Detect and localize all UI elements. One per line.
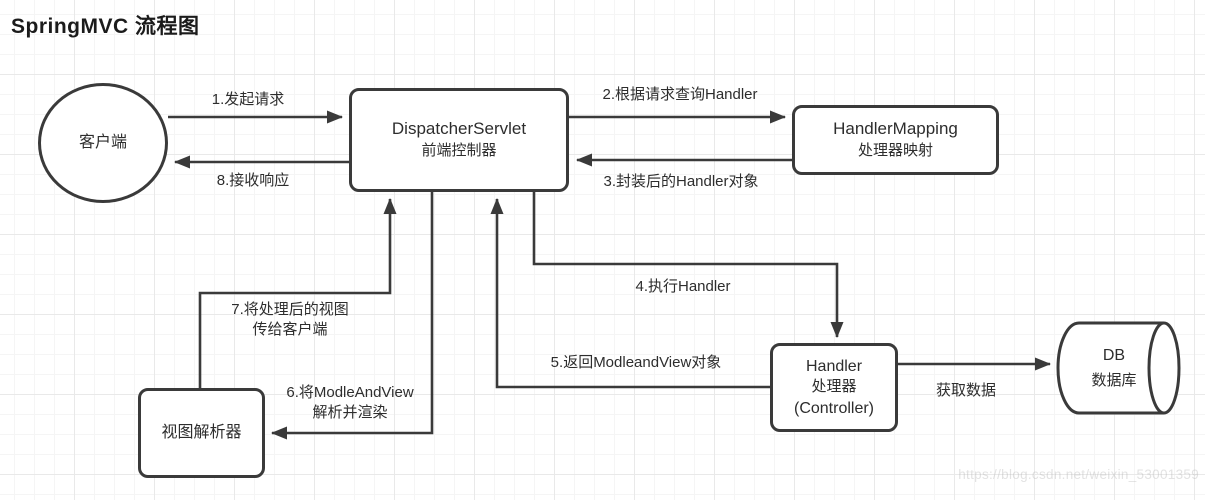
db-cylinder <box>1056 321 1181 415</box>
node-view-resolver-label: 视图解析器 <box>161 424 242 442</box>
edge-label-7: 7.将处理后的视图 传给客户端 <box>231 300 349 340</box>
edge-6-resolve-render-arrow <box>271 192 434 440</box>
edge-label-2: 2.根据请求查询Handler <box>602 86 758 103</box>
node-handler-mapping-subtitle: 处理器映射 <box>857 142 933 160</box>
node-view-resolver: 视图解析器 <box>138 388 265 478</box>
node-dispatcher-servlet-name: DispatcherServlet <box>391 119 527 139</box>
edge-label-6: 6.将ModleAndView 解析并渲染 <box>286 383 413 423</box>
node-handler-subtitle: 处理器 <box>811 378 857 396</box>
edge-label-5: 5.返回ModleandView对象 <box>550 354 722 371</box>
node-dispatcher-servlet: DispatcherServlet 前端控制器 <box>349 88 569 192</box>
edge-4-execute-handler-arrow <box>532 192 844 338</box>
node-client-label: 客户端 <box>78 134 127 152</box>
node-handler-mapping-name: HandlerMapping <box>833 119 958 139</box>
node-handler-controller-label: (Controller) <box>793 399 874 417</box>
edge-label-8: 8.接收响应 <box>216 172 290 189</box>
node-handler-name: Handler <box>805 357 863 375</box>
node-handler-mapping: HandlerMapping 处理器映射 <box>792 105 999 175</box>
watermark-url: https://blog.csdn.net/weixin_53001359 <box>958 467 1199 482</box>
edge-label-6-line2: 解析并渲染 <box>312 404 388 421</box>
node-dispatcher-servlet-subtitle: 前端控制器 <box>421 142 497 160</box>
edge-label-6-line1: 6.将ModleAndView <box>286 384 414 401</box>
edge-label-9: 获取数据 <box>935 382 997 399</box>
edge-label-1: 1.发起请求 <box>211 91 285 108</box>
edge-7-view-to-client-arrow <box>198 198 397 388</box>
edge-5-return-modelandview-arrow <box>490 198 770 389</box>
edge-label-4: 4.执行Handler <box>635 278 731 295</box>
node-client: 客户端 <box>38 83 168 203</box>
edge-label-3: 3.封装后的Handler对象 <box>603 173 759 190</box>
node-handler-controller: Handler 处理器 (Controller) <box>770 343 898 432</box>
edge-label-7-line2: 传给客户端 <box>252 321 328 338</box>
page-title: SpringMVC 流程图 <box>11 15 200 38</box>
edge-label-7-line1: 7.将处理后的视图 <box>231 301 349 318</box>
